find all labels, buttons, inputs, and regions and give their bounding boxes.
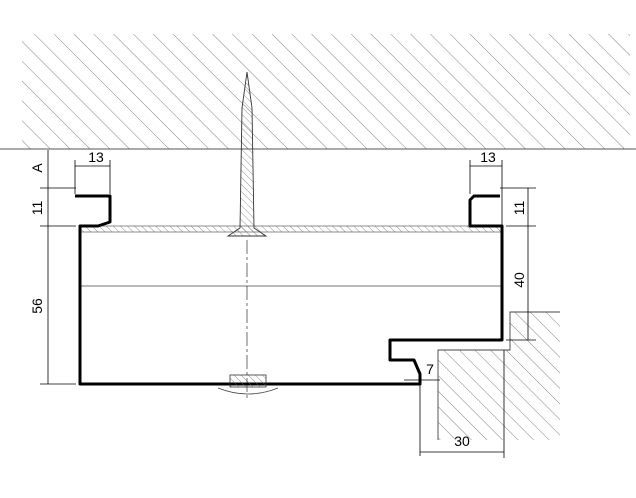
- dim-left-lip-height: 11: [29, 201, 45, 216]
- dim-a-label: A: [29, 163, 45, 173]
- bottom-clip: [217, 374, 279, 395]
- dim-bottom-width: 30: [454, 433, 470, 449]
- frame-block-hatch: [437, 311, 560, 440]
- profile-outline: [75, 194, 504, 386]
- dim-left-width: 13: [88, 149, 104, 165]
- dim-right-width: 13: [480, 149, 496, 165]
- dim-total-height: 56: [29, 298, 45, 314]
- ceiling-hatch: [0, 34, 636, 150]
- dim-right-lip-height: 11: [511, 201, 527, 216]
- profile-top-strip: [79, 225, 503, 233]
- dim-right-height: 40: [511, 272, 527, 288]
- dimension-lines: [40, 150, 536, 458]
- nail: [226, 71, 268, 237]
- dim-small-gap: 7: [426, 361, 434, 377]
